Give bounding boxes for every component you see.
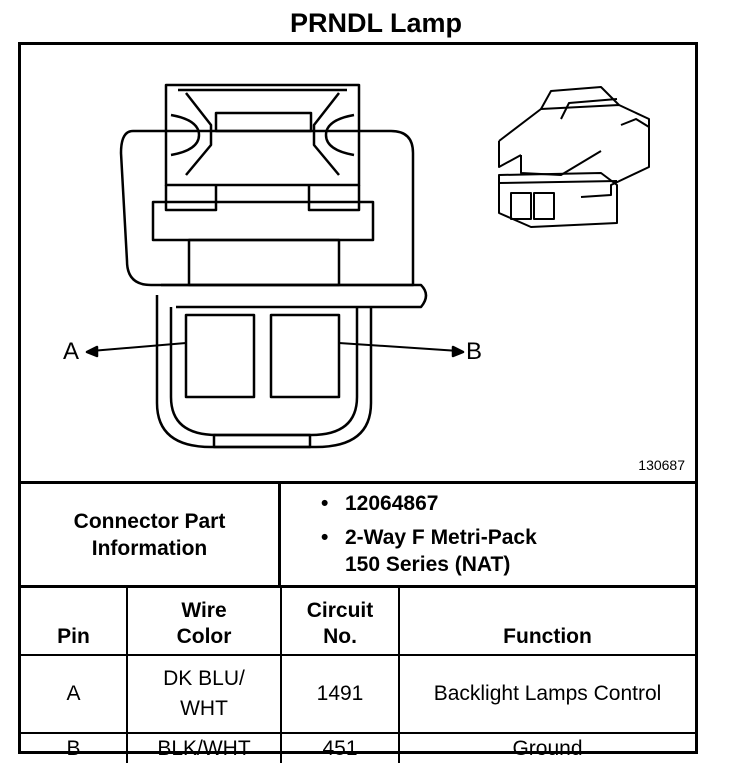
- table-row: B BLK/WHT 451 Ground: [21, 732, 695, 763]
- page-title: PRNDL Lamp: [289, 8, 463, 38]
- isometric-view: [498, 86, 650, 228]
- pin-label-a: A: [63, 338, 80, 365]
- header-wire-color-line2: Color: [176, 625, 232, 648]
- header-function: Function: [398, 585, 695, 656]
- connector-frame: A B 130687 Connector Part Information • …: [18, 42, 698, 763]
- row-function: Backlight Lamps Control: [398, 654, 695, 734]
- header-circuit-line2: No.: [323, 625, 357, 648]
- pin-table-header: Pin Wire Color Circuit No. Function: [21, 585, 695, 656]
- bullet-1: •: [321, 492, 329, 515]
- latch-housing: [164, 83, 361, 187]
- part-number: 12064867: [345, 492, 439, 515]
- pin-label-b: B: [466, 338, 483, 365]
- connector-diagram: A B 130687: [21, 45, 695, 480]
- cavity-b: [269, 313, 341, 399]
- row-pin: A: [21, 654, 128, 734]
- bullet-2: •: [321, 526, 329, 549]
- connector-body-outline: [119, 129, 415, 287]
- row-wire-color: BLK/WHT: [126, 732, 282, 763]
- connector-info-heading: Connector Part Information: [21, 484, 281, 585]
- connector-drawing: [85, 83, 650, 449]
- connector-info-heading-line2: Information: [91, 536, 208, 560]
- pin-table: Pin Wire Color Circuit No. Function A DK…: [21, 585, 695, 763]
- header-wire-color: Wire Color: [126, 585, 282, 656]
- row-pin: B: [21, 732, 128, 763]
- connector-description-line2: 150 Series (NAT): [345, 553, 511, 576]
- row-function: Ground: [398, 732, 695, 763]
- table-row: A DK BLU/ WHT 1491 Backlight Lamps Contr…: [21, 654, 695, 734]
- connector-info-details: • 12064867 • 2-Way F Metri-Pack 150 Seri…: [321, 490, 537, 578]
- cavity-a: [184, 313, 256, 399]
- row-wire-color-line2: WHT: [180, 697, 228, 720]
- row-wire-color-line1: DK BLU/: [163, 667, 245, 690]
- row-circuit: 1491: [280, 654, 400, 734]
- row-wire-color: DK BLU/ WHT: [126, 654, 282, 734]
- row-circuit: 451: [280, 732, 400, 763]
- connector-info-heading-line1: Connector Part: [73, 509, 226, 533]
- header-pin: Pin: [21, 585, 128, 656]
- connector-info-section: Connector Part Information • 12064867 • …: [21, 481, 695, 585]
- connector-description-line1: 2-Way F Metri-Pack: [345, 526, 537, 549]
- header-wire-color-line1: Wire: [181, 599, 227, 622]
- header-circuit-line1: Circuit: [306, 599, 374, 622]
- figure-number: 130687: [638, 457, 685, 473]
- header-circuit: Circuit No.: [280, 585, 400, 656]
